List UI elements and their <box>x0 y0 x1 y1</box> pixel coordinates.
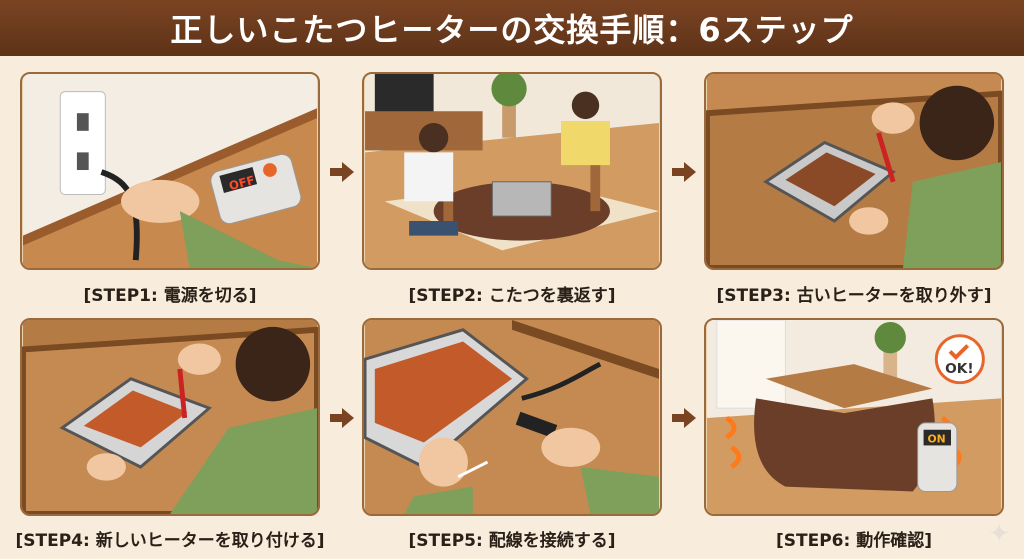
step1-caption: [STEP1: 電源を切る] <box>83 286 257 306</box>
step4-caption: [STEP4: 新しいヒーターを取り付ける] <box>15 531 325 551</box>
step6-illustration: ON OK! <box>704 318 1004 516</box>
step3-caption: [STEP3: 古いヒーターを取り外す] <box>716 286 992 306</box>
step5-caption: [STEP5: 配線を接続する] <box>408 531 616 551</box>
remote-control: OFF <box>210 153 302 225</box>
page-title: 正しいこたつヒーターの交換手順：6ステップ <box>170 11 854 49</box>
arrow-right-icon <box>330 408 354 428</box>
step3-illustration <box>704 72 1004 270</box>
step2-caption: [STEP2: こたつを裏返す] <box>408 286 616 306</box>
wall-outlet <box>59 91 106 196</box>
step6-caption: [STEP6: 動作確認] <box>776 531 932 551</box>
step5-illustration <box>362 318 662 516</box>
remote-display-off: OFF <box>227 173 256 193</box>
old-heater <box>763 140 896 223</box>
svg-text:OK!: OK! <box>945 361 974 377</box>
ok-badge: OK! <box>934 334 985 385</box>
sparkle-icon: ✦ <box>988 519 1010 549</box>
new-heater <box>59 377 213 469</box>
arrow-right-icon <box>672 162 696 182</box>
title-bar: 正しいこたつヒーターの交換手順：6ステップ <box>0 0 1024 56</box>
step1-illustration: OFF <box>20 72 320 270</box>
arrow-right-icon <box>330 162 354 182</box>
kotatsu-table <box>754 364 935 492</box>
arrow-right-icon <box>672 408 696 428</box>
check-icon <box>948 344 970 361</box>
step4-illustration <box>20 318 320 516</box>
step2-illustration <box>362 72 662 270</box>
heater-unit <box>364 328 530 469</box>
remote-display-on: ON <box>927 432 945 445</box>
remote-control: ON <box>917 422 958 492</box>
double-arrow-icon <box>457 460 489 479</box>
